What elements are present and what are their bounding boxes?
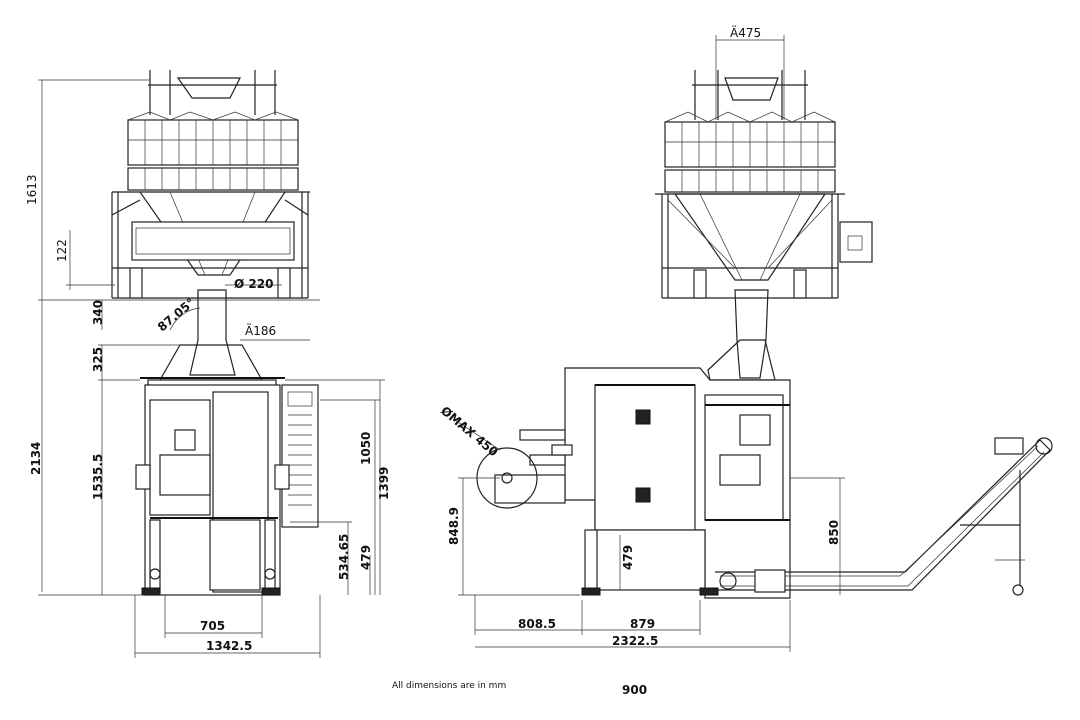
dim-850: 850 [827, 520, 841, 545]
side-dimension-lines [454, 35, 845, 652]
dim-879: 879 [630, 617, 655, 631]
front-view: 1613 122 Ø 220 340 87.05° Ä186 325 2134 … [25, 70, 391, 658]
dim-534-65: 534.65 [337, 534, 351, 580]
dim-1613: 1613 [25, 174, 39, 205]
dim-220: Ø 220 [234, 277, 273, 291]
dim-122: 122 [55, 239, 69, 262]
dim-angle: 87.05° [155, 295, 198, 334]
dim-475: Ä475 [730, 25, 761, 40]
front-weigher [111, 70, 310, 299]
units-note: All dimensions are in mm [392, 681, 506, 691]
side-weigher [655, 70, 873, 299]
dim-705: 705 [200, 619, 225, 633]
dim-1050: 1050 [359, 432, 373, 465]
dim-1399: 1399 [377, 467, 391, 500]
side-view: Ä475 ØMAX 450 848.9 479 850 808.5 879 23… [438, 25, 1053, 652]
dim-808-5: 808.5 [518, 617, 556, 631]
dim-340: 340 [91, 300, 105, 325]
side-chute [734, 289, 769, 379]
front-chute [189, 289, 236, 376]
dim-325: 325 [91, 347, 105, 372]
dim-1535-5: 1535.5 [91, 454, 105, 500]
dim-900: 900 [622, 683, 647, 697]
dim-186: Ä186 [245, 323, 276, 338]
front-dimension-lines [38, 79, 385, 658]
dim-2134: 2134 [29, 442, 43, 475]
side-packer [476, 339, 791, 599]
dim-2322-5: 2322.5 [612, 634, 658, 648]
side-conveyor [715, 437, 1053, 596]
front-packer [135, 344, 319, 596]
dim-479-left: 479 [359, 545, 373, 570]
dim-479-right: 479 [621, 545, 635, 570]
dim-848-9: 848.9 [447, 507, 461, 545]
dim-film-max: ØMAX 450 [438, 404, 501, 460]
dim-1342-5: 1342.5 [206, 639, 252, 653]
